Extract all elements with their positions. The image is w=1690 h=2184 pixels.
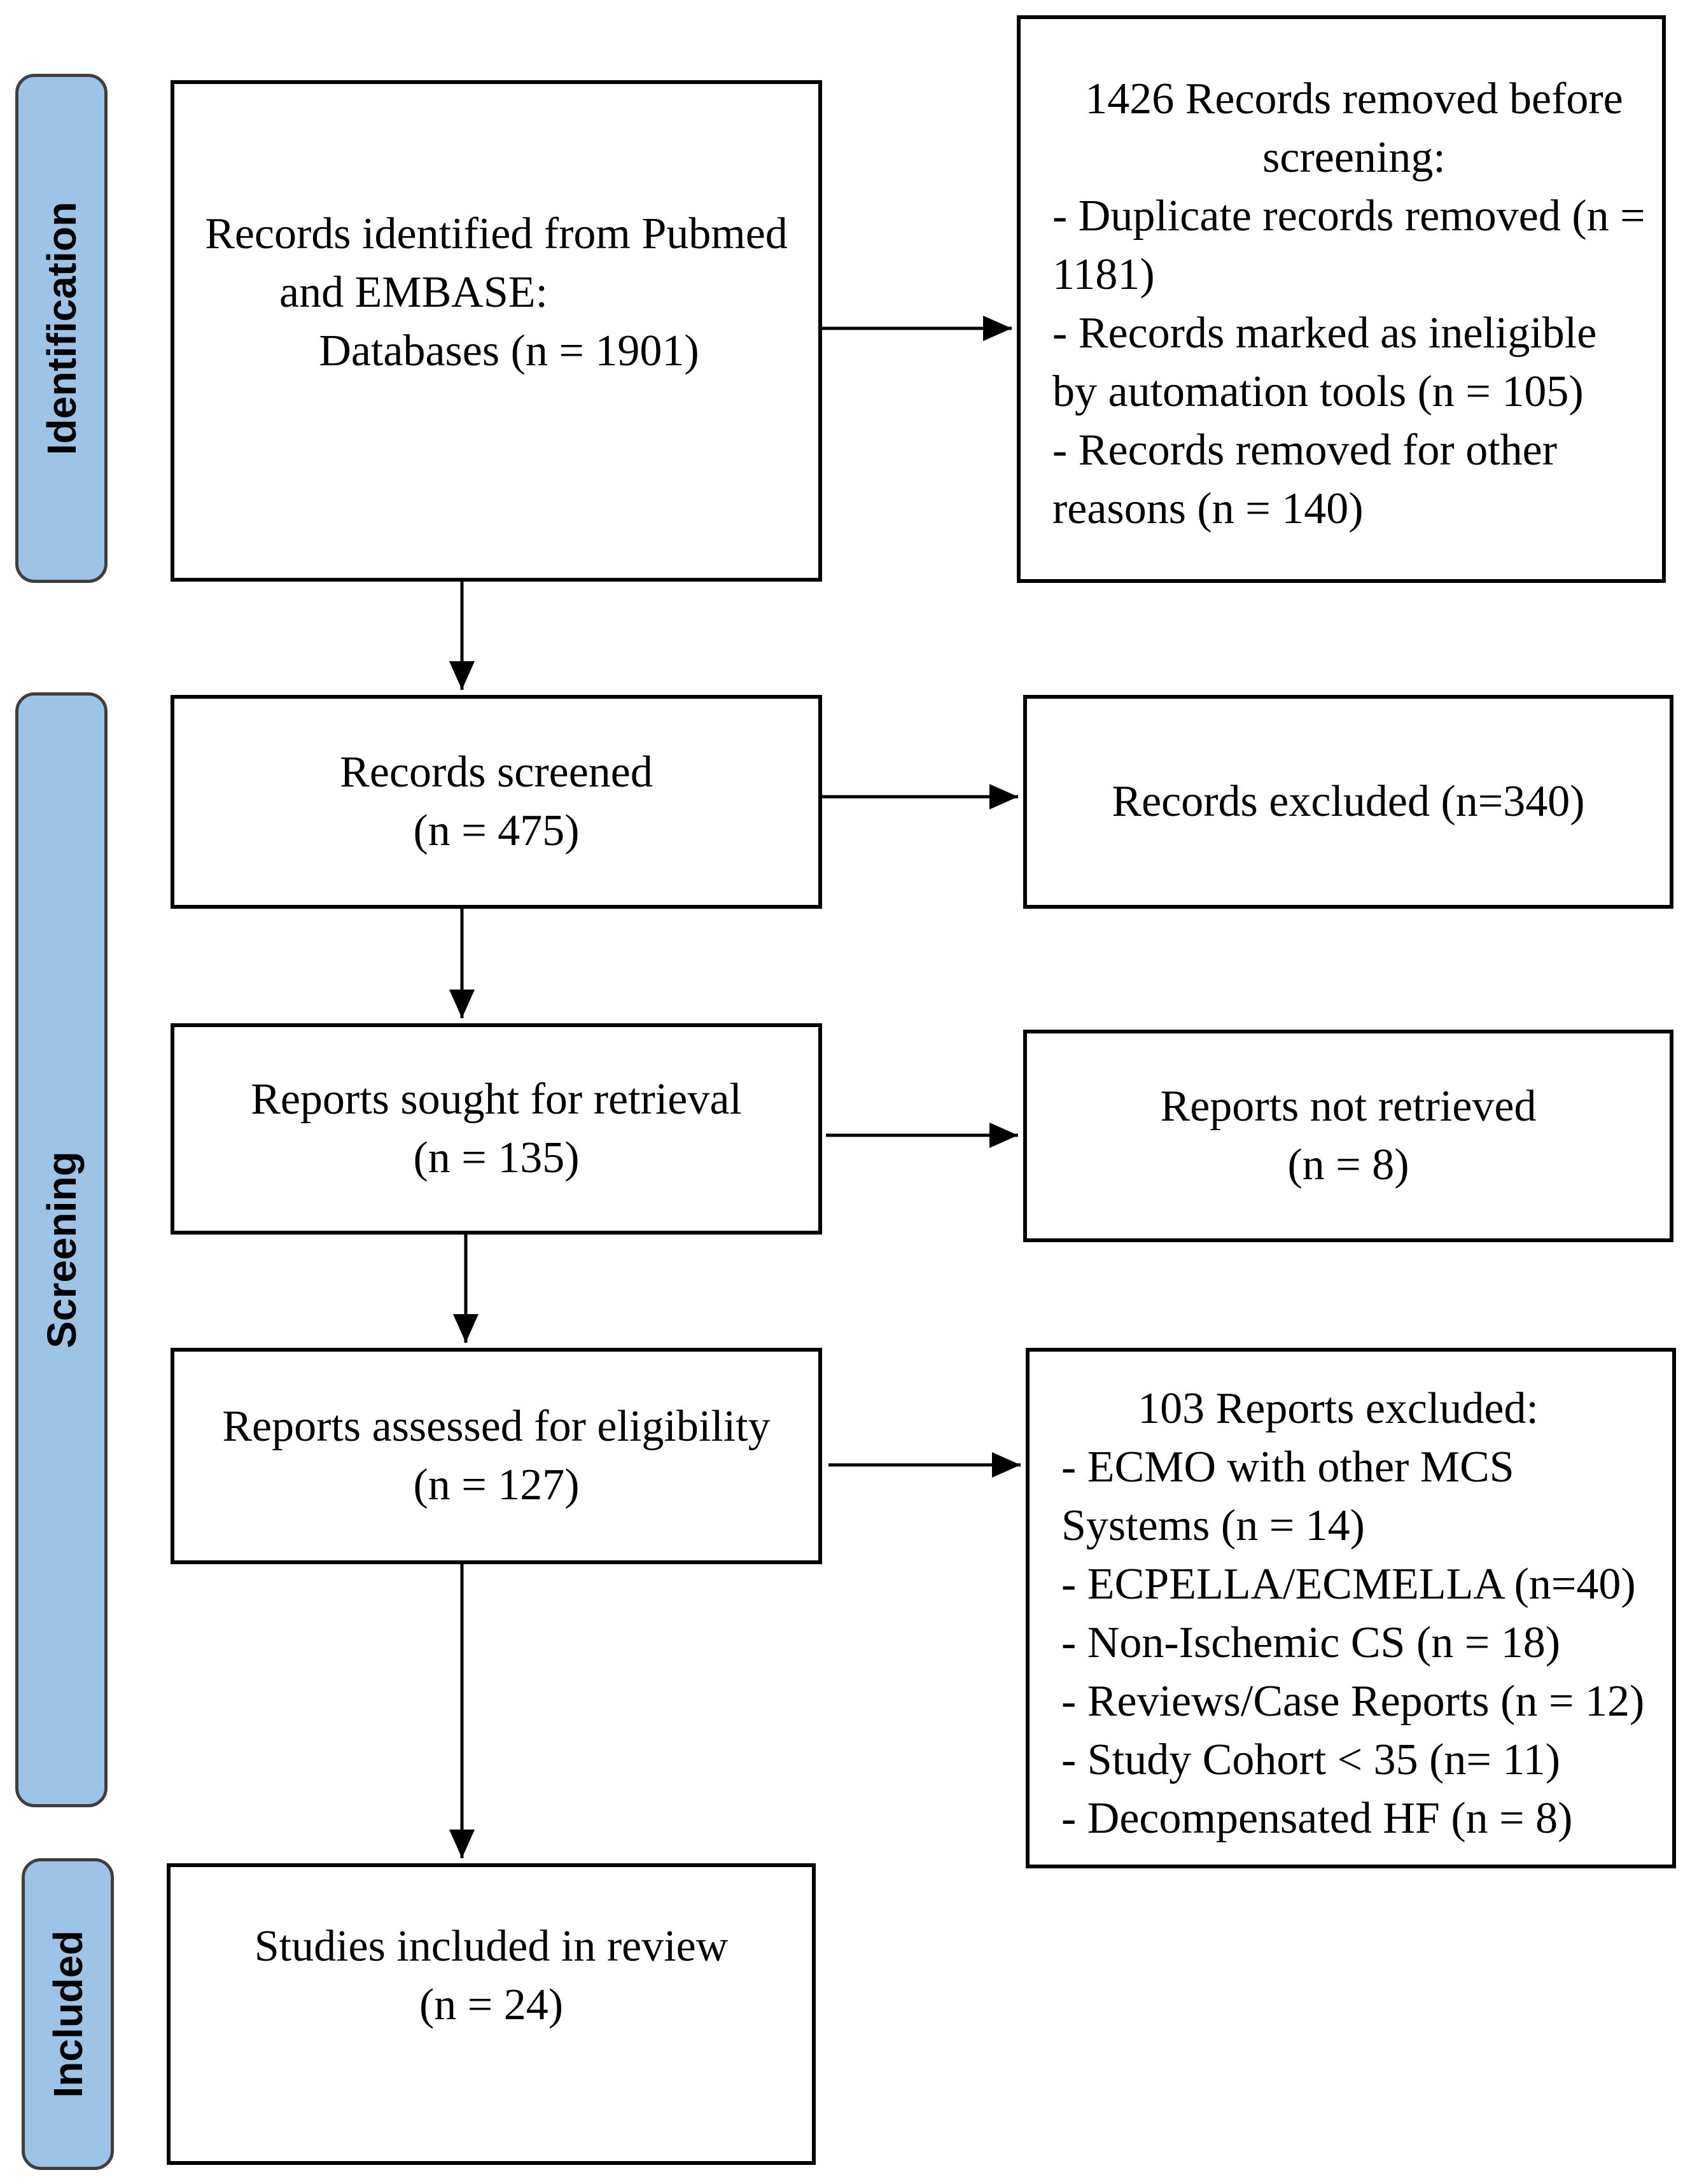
removed-heading-line: 1426 Records removed before: [1085, 74, 1623, 123]
reports-excluded-item: - Reviews/Case Reports (n = 12): [1061, 1677, 1645, 1726]
reports-sought-line: (n = 135): [413, 1133, 580, 1182]
records-excluded-box: Records excluded (n=340): [1023, 695, 1673, 909]
studies-included-box: Studies included in review (n = 24): [167, 1863, 816, 2165]
studies-included-line: (n = 24): [419, 1980, 564, 2029]
records-identified-line: Records identified from Pubmed: [205, 209, 788, 258]
records-identified-box: Records identified from Pubmed and EMBAS…: [171, 80, 822, 582]
reports-not-retrieved-line: Reports not retrieved: [1160, 1082, 1537, 1131]
records-screened-box: Records screened (n = 475): [171, 695, 822, 909]
reports-assessed-line: Reports assessed for eligibility: [222, 1402, 771, 1451]
reports-not-retrieved-line: (n = 8): [1287, 1140, 1409, 1189]
screening-stage-bar: Screening: [15, 692, 108, 1807]
reports-assessed-line: (n = 127): [413, 1460, 580, 1509]
records-screened-line: (n = 475): [413, 806, 580, 855]
reports-excluded-item: - ECPELLA/ECMELLA (n=40): [1061, 1560, 1636, 1609]
reports-excluded-item: - Study Cohort < 35 (n= 11): [1061, 1735, 1561, 1784]
records-identified-line: and EMBASE:: [279, 268, 548, 317]
removed-item-line: reasons (n = 140): [1052, 484, 1364, 533]
removed-item-line: - Records removed for other: [1052, 426, 1558, 475]
removed-heading-line: screening:: [1262, 133, 1446, 182]
records-identified-line: Databases (n = 1901): [319, 326, 699, 375]
records-screened-line: Records screened: [340, 748, 653, 797]
reports-excluded-box: 103 Reports excluded: - ECMO with other …: [1026, 1348, 1676, 1868]
removed-item-line: 1181): [1052, 250, 1155, 299]
reports-sought-box: Reports sought for retrieval (n = 135): [171, 1023, 822, 1235]
removed-item-line: - Duplicate records removed (n =: [1052, 192, 1645, 241]
removed-item-line: - Records marked as ineligible: [1052, 309, 1597, 358]
reports-excluded-item: - ECMO with other MCS: [1061, 1443, 1514, 1492]
identification-stage-bar: Identification: [15, 74, 108, 583]
studies-included-line: Studies included in review: [254, 1922, 729, 1971]
reports-sought-line: Reports sought for retrieval: [251, 1075, 742, 1124]
reports-excluded-heading: 103 Reports excluded:: [1138, 1384, 1539, 1433]
removed-item-line: by automation tools (n = 105): [1052, 367, 1584, 416]
reports-excluded-item: Systems (n = 14): [1061, 1501, 1365, 1550]
included-stage-bar: Included: [22, 1858, 114, 2170]
reports-excluded-item: - Decompensated HF (n = 8): [1061, 1794, 1573, 1843]
removed-before-screening-box: 1426 Records removed before screening: -…: [1017, 15, 1666, 583]
records-excluded-line: Records excluded (n=340): [1112, 777, 1585, 826]
reports-not-retrieved-box: Reports not retrieved (n = 8): [1023, 1030, 1673, 1242]
reports-excluded-item: - Non-Ischemic CS (n = 18): [1061, 1618, 1561, 1667]
reports-assessed-box: Reports assessed for eligibility (n = 12…: [171, 1348, 822, 1564]
